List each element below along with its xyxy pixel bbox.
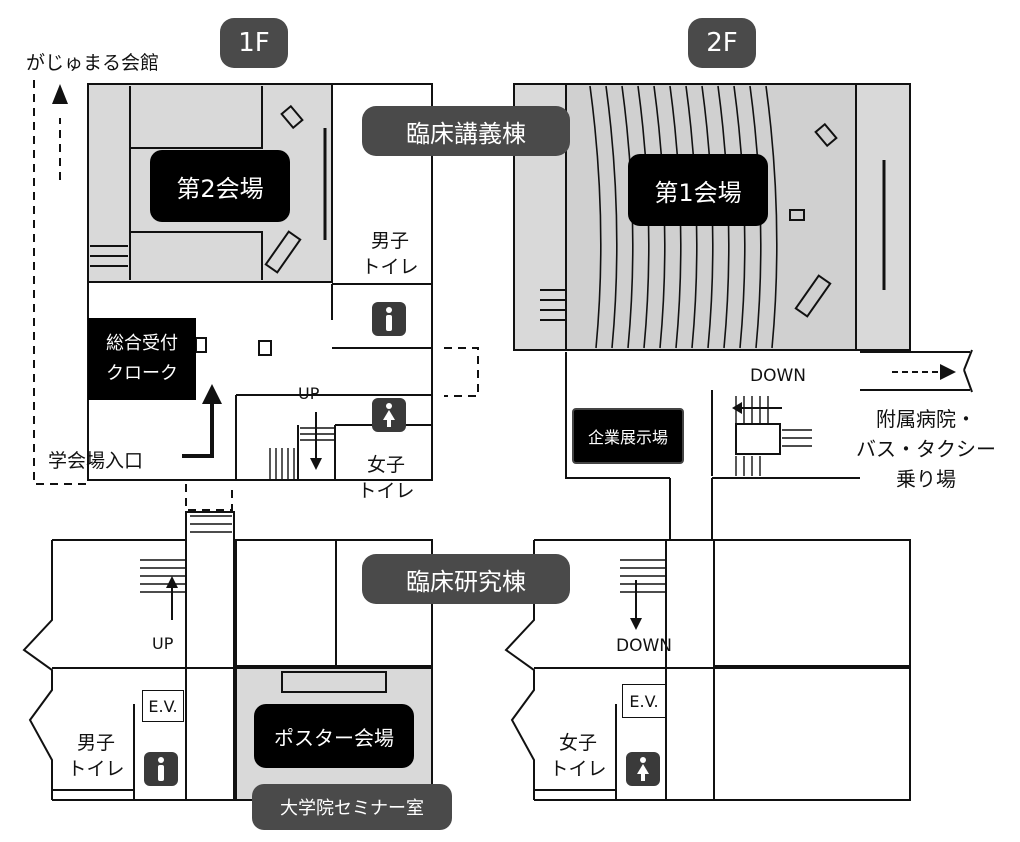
room-reception: 総合受付 クローク [88,318,196,400]
hospital-line-2: バス・タクシー [856,437,996,461]
toilet-word: トイレ [549,758,607,780]
hospital-line-3: 乗り場 [896,467,956,491]
male-toilet-icon [144,752,178,786]
hospital-arrow-icon [892,364,956,380]
up-arrow-research-icon [166,576,178,620]
room-hall-1: 第1会場 [628,154,768,226]
down-arrow-research-icon [630,580,642,630]
room-seminar: 大学院セミナー室 [252,784,452,830]
room-exhibit: 企業展示場 [572,408,684,464]
down-arrow-icon [732,402,782,414]
building-label-lecture: 臨床講義棟 [362,106,570,156]
entrance-label: 学会場入口 [48,450,144,472]
toilet-men-word: 男子 [370,230,409,252]
cloak-label: クローク [106,363,178,384]
up-label-1f: UP [298,384,320,403]
male-toilet-icon [372,302,406,336]
room-hall-2: 第2会場 [150,150,290,222]
direction-arrow-icon [52,84,68,104]
toilet-word: トイレ [357,480,415,502]
toilet-women-word: 女子 [366,454,405,476]
floor-label-1f: 1F [220,18,288,68]
down-label-2f: DOWN [750,366,806,386]
hospital-line-1: 附属病院・ [876,407,976,431]
reception-label: 総合受付 [106,333,178,354]
gajumaru-label: がじゅまる会館 [26,52,160,74]
entrance-arrow-icon [182,384,222,458]
floor-label-2f: 2F [688,18,756,68]
room-poster: ポスター会場 [254,704,414,768]
female-toilet-icon [372,398,406,432]
hospital-label: 附属病院・ バス・タクシー 乗り場 [846,404,1006,494]
down-label-research: DOWN [616,636,672,656]
up-label-research: UP [152,634,174,653]
toilet-word: トイレ [361,256,419,278]
elevator-2f: E.V. [622,684,666,718]
building-label-research: 臨床研究棟 [362,554,570,604]
toilet-women-word: 女子 [558,732,597,754]
toilet-women-2f-research: 女子 トイレ [548,730,608,782]
toilet-women-1f-lecture: 女子 トイレ [356,452,416,504]
elevator-1f: E.V. [142,690,184,722]
up-arrow-icon [310,412,322,470]
female-toilet-icon [626,752,660,786]
toilet-men-1f-lecture: 男子 トイレ [360,228,420,280]
toilet-men-word: 男子 [76,732,115,754]
toilet-word: トイレ [67,758,125,780]
toilet-men-1f-research: 男子 トイレ [66,730,126,782]
